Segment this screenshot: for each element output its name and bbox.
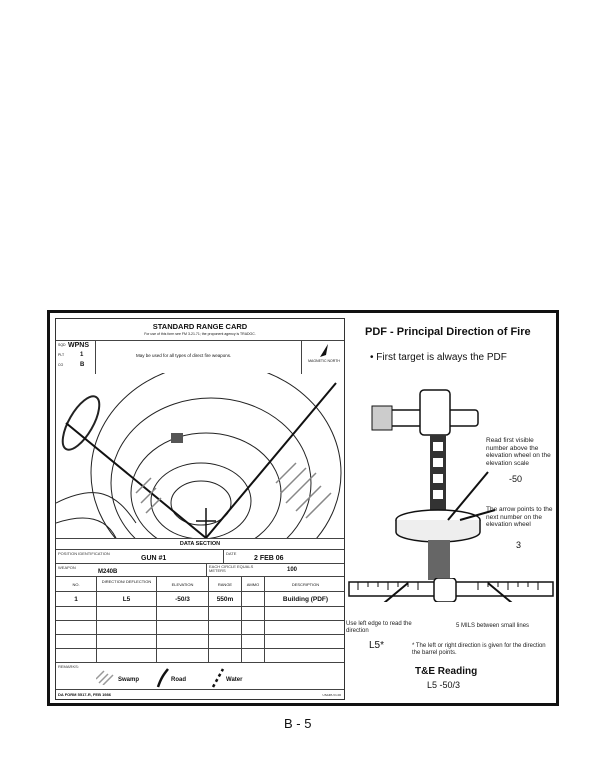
range-card: STANDARD RANGE CARD For use of this form…	[55, 318, 345, 700]
cell-range: 550m	[208, 592, 241, 606]
circle-value: 100	[287, 567, 298, 573]
deflection-scale	[348, 578, 554, 602]
swamp-icon	[96, 670, 114, 685]
position-row: POSITION IDENTIFICATION GUN #1 DATE 2 FEB…	[56, 549, 344, 563]
pointer-arrows	[447, 471, 496, 521]
note-elevation-value: -50	[509, 474, 523, 484]
header-row: SQD WPNS PLT 1 CO B May be used for all …	[56, 340, 344, 374]
empty-rows	[56, 606, 344, 662]
reading-value: L5 -50/3	[427, 680, 461, 690]
table-row: 1 L5 -50/3 550m Building (PDF)	[56, 591, 344, 606]
legend-water: Water	[226, 677, 243, 683]
plt-value: 1	[80, 352, 84, 358]
co-value: B	[80, 362, 85, 368]
position-value: GUN #1	[141, 555, 167, 562]
slide-frame	[47, 310, 559, 706]
col-no: NO.	[72, 582, 80, 587]
range-sketch-map	[56, 373, 342, 538]
circle-label: EACH CIRCLE EQUALS METERS	[209, 564, 254, 573]
plt-label: PLT	[58, 353, 65, 357]
footnote: * The left or right direction is given f…	[412, 643, 546, 656]
north-label: MAGNETIC NORTH	[308, 359, 340, 363]
building-target	[171, 433, 183, 443]
card-title: STANDARD RANGE CARD	[152, 322, 248, 331]
page-number: B - 5	[284, 716, 312, 731]
col-elevation: ELEVATION	[156, 577, 208, 591]
weapon-row: WEAPON M240B EACH CIRCLE EQUALS METERS 10…	[56, 563, 344, 576]
note-direction-value: L5*	[369, 640, 385, 651]
panel-title: PDF - Principal Direction of Fire	[365, 326, 531, 338]
cell-ammo	[241, 592, 264, 606]
water-icon	[211, 668, 225, 688]
bullet-point: • First target is always the PDF	[370, 352, 507, 363]
cell-no: 1	[74, 596, 78, 603]
note-elevation-scale: Read first visible number above the elev…	[486, 437, 551, 467]
data-section-title: DATA SECTION	[56, 538, 344, 549]
bullet-text: First target is always the PDF	[376, 352, 507, 363]
col-range: RANGE	[208, 577, 241, 591]
position-label: POSITION IDENTIFICATION	[58, 551, 110, 556]
form-code: USAPA V1.00	[322, 693, 341, 697]
note-left-edge: Use left edge to read the direction	[346, 621, 412, 634]
form-id: DA FORM 5517-R, FEB 1986	[58, 692, 111, 697]
date-label: DATE	[226, 551, 237, 556]
legend-road: Road	[171, 677, 186, 683]
weapon-label: WEAPON	[58, 565, 76, 570]
cell-description: Building (PDF)	[264, 592, 346, 606]
sqd-label: SQD	[58, 343, 66, 347]
usage-note: May be used for all types of direct fire…	[136, 353, 232, 358]
north-arrow-icon	[320, 344, 328, 357]
col-ammo: AMMO	[241, 577, 264, 591]
col-description: DESCRIPTION	[264, 577, 346, 591]
note-mils: 5 MILS between small lines	[456, 623, 530, 629]
note-elevation-wheel: The arrow points to the next number on t…	[486, 506, 553, 528]
remarks-label: REMARKS:	[58, 664, 79, 669]
table-header: NO. DIRECTION/ DEFLECTION ELEVATION RANG…	[56, 576, 344, 591]
weapon-value: M240B	[98, 569, 118, 575]
cell-direction: L5	[96, 592, 156, 606]
road-icon	[156, 668, 169, 688]
reading-title: T&E Reading	[415, 666, 478, 677]
card-subtitle: For use of this form see FM 3-21.71; the…	[144, 332, 256, 336]
note-wheel-value: 3	[516, 540, 522, 550]
legend-swamp: Swamp	[118, 677, 140, 683]
date-value: 2 FEB 06	[254, 555, 284, 562]
elevation-mechanism-illustration	[371, 389, 481, 586]
remarks-row: REMARKS: Swamp Road Water	[56, 662, 344, 690]
co-label: CO	[58, 363, 64, 367]
sqd-value: WPNS	[68, 342, 89, 349]
col-direction: DIRECTION/ DEFLECTION	[96, 577, 156, 591]
cell-elevation: -50/3	[156, 592, 208, 606]
